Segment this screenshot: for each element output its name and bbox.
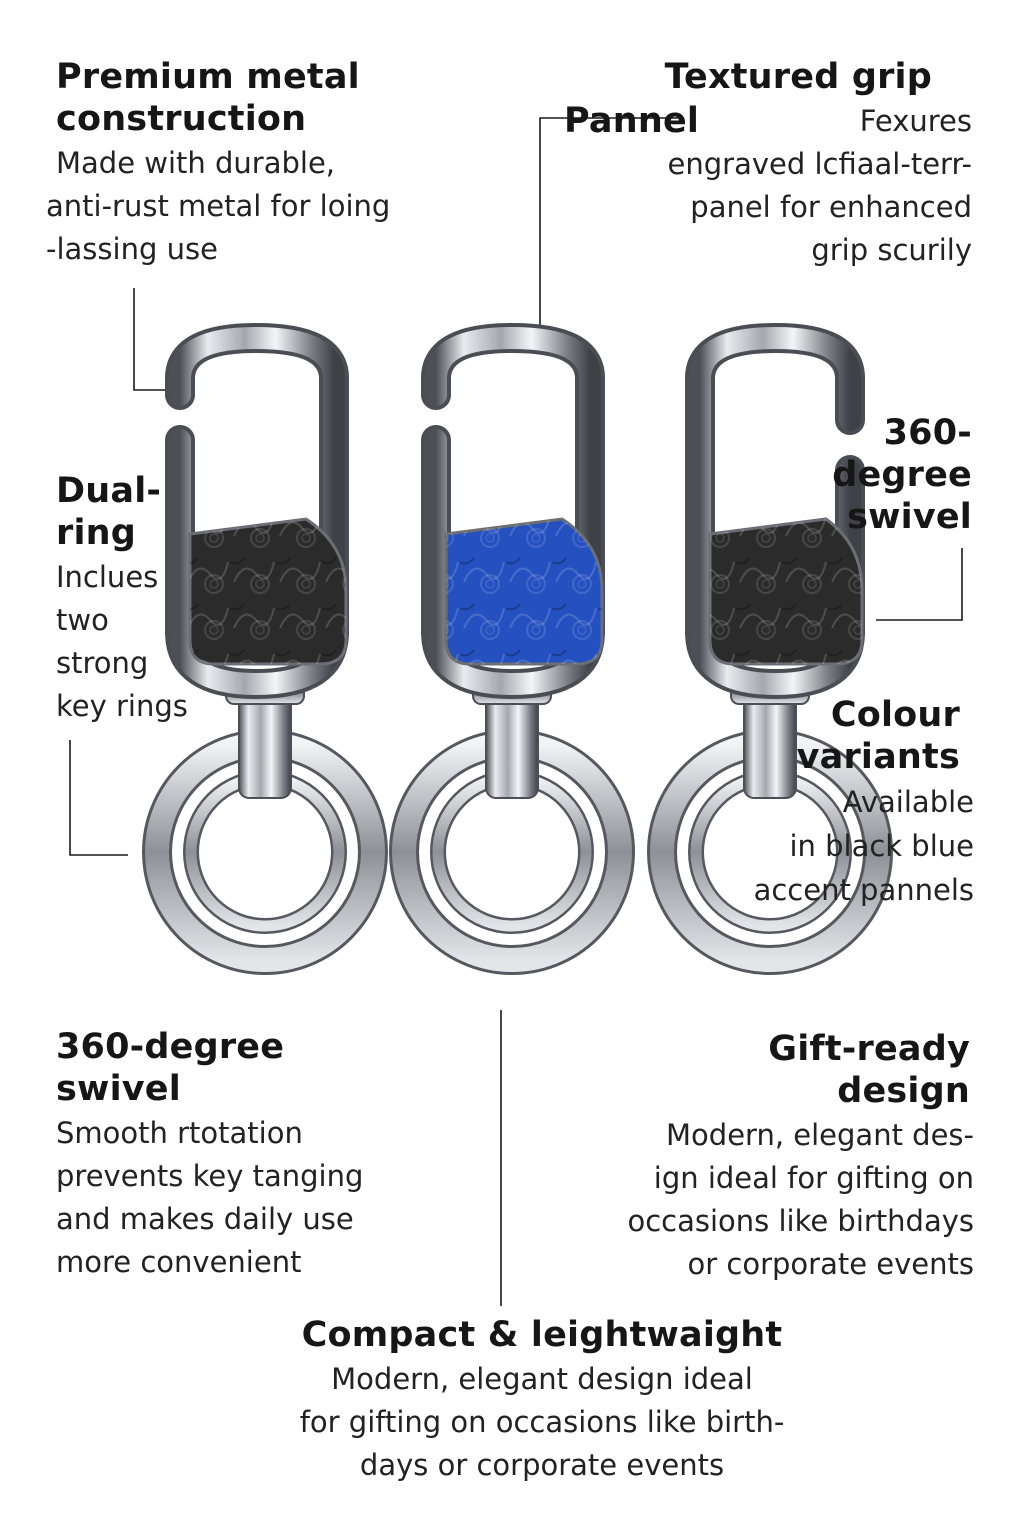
callout-textured-grip: Textured grip Pannel Fexures engraved lc… xyxy=(564,56,972,272)
callout-title: Dual- ring xyxy=(56,471,162,553)
callout-swivel-right: 360- degree swivel xyxy=(792,412,972,538)
callout-title: 360- degree swivel xyxy=(832,413,972,537)
callout-gift-ready: Gift-ready design Modern, elegant des- i… xyxy=(554,1028,974,1286)
keychain-black-right xyxy=(647,322,893,975)
callout-title: 360-degree swivel xyxy=(56,1027,285,1109)
callout-title: Premium metal construction xyxy=(56,57,360,139)
callout-desc: Fexures engraved lcfiaal-terr- panel for… xyxy=(667,104,972,267)
callout-desc: Available in black blue accent pannels xyxy=(753,785,974,907)
callout-dual-ring: Dual- ring Inclues two strong key rings xyxy=(56,470,216,728)
callout-swivel-left: 360-degree swivel Smooth rtotation preve… xyxy=(56,1026,436,1284)
callout-title: Compact & leightwaight xyxy=(301,1315,783,1355)
callout-title-second-line: Pannel xyxy=(564,101,700,141)
callout-compact: Compact & leightwaight Modern, elegant d… xyxy=(262,1314,822,1487)
callout-premium-metal: Premium metal construction Made with dur… xyxy=(46,56,476,271)
callout-desc: Modern, elegant des- ign ideal for gifti… xyxy=(627,1118,974,1281)
callout-title: Colour variants xyxy=(796,695,960,777)
keychain-blue-center xyxy=(389,322,635,975)
callout-desc: Smooth rtotation prevents key tanging an… xyxy=(56,1116,364,1279)
callout-desc: Made with durable, anti-rust metal for l… xyxy=(46,146,391,266)
callout-desc: Modern, elegant design ideal for gifting… xyxy=(299,1362,785,1482)
callout-title: Gift-ready design xyxy=(768,1029,970,1111)
keychain-black-left xyxy=(142,322,388,975)
callout-desc: Inclues two strong key rings xyxy=(56,560,188,723)
callout-colour-variants: Colour variants Available in black blue … xyxy=(714,694,974,912)
leader-lines xyxy=(69,117,963,1306)
callout-title: Textured grip xyxy=(664,57,932,97)
